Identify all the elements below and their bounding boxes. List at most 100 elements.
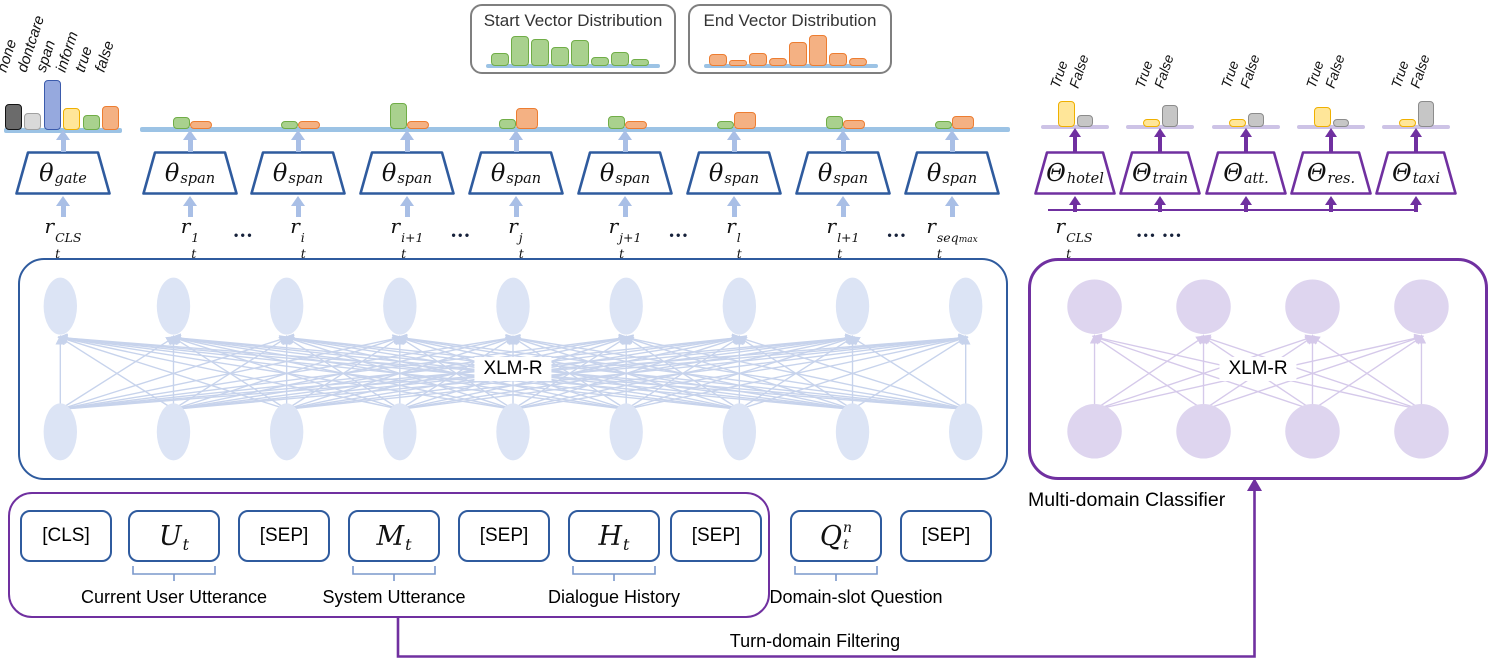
span-end-prob-bar <box>951 116 974 129</box>
trapezoid-span-8-subscript: span <box>942 170 978 187</box>
trapezoid-span-1-symbol: θ <box>164 159 180 187</box>
xlm-r-encoder-main-label: XLM-R <box>474 357 552 381</box>
domain-input-arrow-2-head <box>1240 196 1252 205</box>
span-output-arrow-1-shaft <box>187 139 193 152</box>
r-label-i+1-base: r <box>390 214 401 238</box>
token-m-sub: t <box>405 534 412 554</box>
trapezoid-span-4-subscript: span <box>506 170 542 187</box>
span-input-arrow-1-shaft <box>187 205 193 217</box>
span-end-prob-bar <box>515 108 538 129</box>
span-output-arrow-2-head <box>291 130 305 140</box>
domain-input-arrow-3-shaft <box>1329 204 1333 212</box>
domain-output-arrow-4-shaft <box>1414 136 1418 153</box>
domain-false-bar-train <box>1161 105 1178 127</box>
domain-false-label-taxi: False <box>1406 52 1433 90</box>
token-u-sub: t <box>182 534 190 554</box>
domain-input-arrow-1-head <box>1154 196 1166 205</box>
span-end-prob-bar <box>406 121 429 129</box>
distribution-bar <box>511 36 529 66</box>
domain-chart-baseline-att. <box>1212 125 1280 129</box>
distribution-bar <box>769 58 787 66</box>
r-label-j-sub: t <box>518 245 524 261</box>
span-input-arrow-1-head <box>183 196 197 206</box>
span-output-arrow-5-head <box>618 130 632 140</box>
span-input-arrow-7-head <box>836 196 850 206</box>
span-input-arrow-8-shaft <box>949 205 955 217</box>
span-output-arrow-5-shaft <box>622 139 628 152</box>
domain-false-label-hotel: False <box>1065 52 1092 90</box>
end-vector-distribution-bars <box>690 6 890 72</box>
xlm-r-encoder-main: XLM-R <box>18 258 1008 480</box>
domain-true-bar-taxi <box>1398 119 1416 127</box>
token-q-sub: t <box>843 536 849 553</box>
span-input-arrow-3-shaft <box>404 205 410 217</box>
domain-output-arrow-1 <box>1154 128 1166 153</box>
r-label-j-sup: j <box>518 230 523 245</box>
domain-input-arrow-0 <box>1069 196 1081 212</box>
domain-chart-baseline-hotel <box>1041 125 1109 129</box>
r-label-ellipsis: ••• <box>669 228 690 242</box>
span-input-arrow-5 <box>618 196 632 217</box>
span-input-arrow-0-head <box>56 196 70 206</box>
r-label-i-sup: i <box>300 230 305 245</box>
span-output-arrow-3-head <box>400 130 414 140</box>
span-output-arrow-8-head <box>945 130 959 140</box>
span-input-arrow-4-head <box>509 196 523 206</box>
span-input-arrow-6 <box>727 196 741 217</box>
trapezoid-gate-subscript: gate <box>54 170 87 187</box>
r-label-l+1-base: r <box>826 214 837 238</box>
r-label-i+1-sup: i+1 <box>401 230 424 245</box>
domain-false-bar-res. <box>1332 119 1349 127</box>
token-sep-4: [SEP] <box>458 510 550 562</box>
trapezoid-domain-att-symbol: Θ <box>1223 159 1243 187</box>
span-output-arrow-1 <box>183 130 197 152</box>
domain-input-arrow-1 <box>1154 196 1166 212</box>
r-label-j+1-sup: j+1 <box>619 230 642 245</box>
span-end-prob-bar <box>733 112 756 129</box>
span-output-arrow-3-shaft <box>404 139 410 152</box>
group-brace <box>132 566 216 581</box>
trapezoid-domain-hotel-subscript: hotel <box>1066 170 1104 187</box>
span-start-prob-bar <box>716 121 734 129</box>
r-label-cls-right-base: r <box>1055 214 1066 238</box>
span-input-arrow-8 <box>945 196 959 217</box>
r-label-ellipsis-right: ••• ••• <box>1136 228 1184 242</box>
r-label-ellipsis: ••• <box>233 228 255 242</box>
span-start-prob-bar <box>607 116 625 129</box>
distribution-bar <box>571 40 589 66</box>
r-label-cls-right-sub: t <box>1066 245 1072 261</box>
trapezoid-domain-taxi-subscript: taxi <box>1412 170 1440 187</box>
domain-input-arrow-4 <box>1410 196 1422 212</box>
trapezoid-domain-train-subscript: train <box>1152 170 1189 187</box>
distribution-bar <box>749 53 767 66</box>
token-sep-2-text: [SEP] <box>259 525 309 546</box>
domain-true-bar-hotel <box>1057 101 1075 127</box>
turn-domain-filtering-caption: Turn-domain Filtering <box>729 631 901 651</box>
domain-output-arrow-0 <box>1069 128 1081 153</box>
group-brace <box>572 566 656 581</box>
distribution-bar <box>591 57 609 66</box>
token-sep-2: [SEP] <box>238 510 330 562</box>
trapezoid-span-5-symbol: θ <box>599 159 615 187</box>
domain-output-arrow-3-head <box>1325 128 1337 137</box>
span-output-arrow-1-head <box>183 130 197 140</box>
token-cls-0-text: [CLS] <box>42 525 90 546</box>
gate-bar-inform <box>63 108 80 130</box>
span-output-arrow-0 <box>56 130 70 152</box>
domain-output-arrow-0-head <box>1069 128 1081 137</box>
start-vector-distribution-box: Start Vector Distribution <box>470 4 676 74</box>
trapezoid-span-5-subscript: span <box>615 170 651 187</box>
domain-output-arrow-4-head <box>1410 128 1422 137</box>
